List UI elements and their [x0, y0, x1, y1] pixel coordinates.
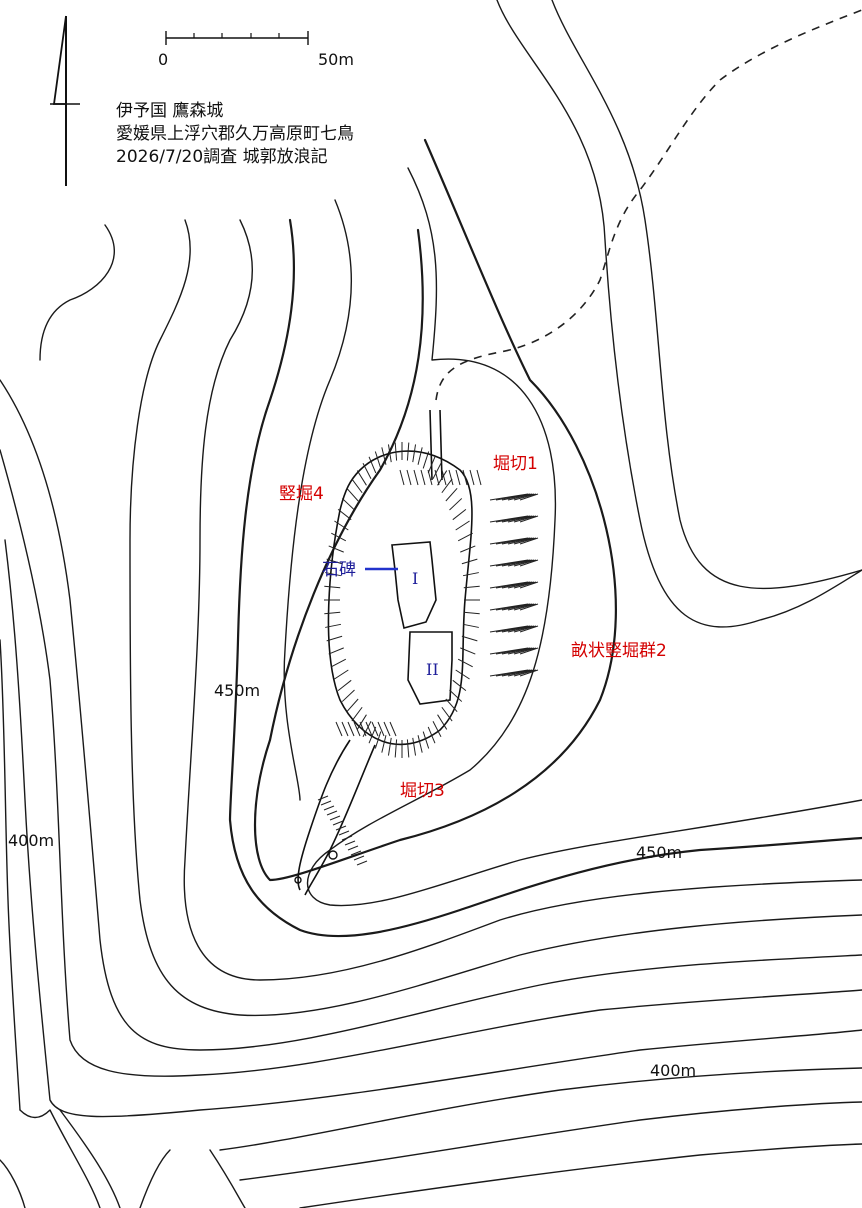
castle-earthworks [294, 409, 473, 896]
contour-label-450-east: 450m [636, 843, 683, 862]
scale-bar [165, 31, 309, 45]
contour-label-450-west: 450m [214, 681, 261, 700]
mountain-trail [435, 9, 862, 401]
label-sekihi: 石碑 [322, 560, 356, 580]
scale-end-label: 50m [318, 50, 354, 69]
title-castle-name: 伊予国 鷹森城 [116, 101, 224, 121]
north-arrow-icon [50, 15, 80, 186]
label-horikiri-3: 堀切3 [400, 781, 445, 801]
hachures [317, 442, 539, 866]
map-title-block: 伊予国 鷹森城 愛媛県上浮穴郡久万高原町七鳥 2026/7/20調査 城郭放浪記 [116, 100, 354, 169]
label-kuruwa-2: II [426, 660, 439, 679]
label-unejo-tatebori-2: 畝状竪堀群2 [571, 641, 667, 661]
label-kuruwa-1: I [412, 569, 419, 588]
label-horikiri-1: 堀切1 [493, 454, 538, 474]
label-tatebori-4: 竪堀4 [279, 484, 324, 504]
scale-zero-label: 0 [158, 50, 169, 69]
title-survey-date: 2026/7/20調査 城郭放浪記 [116, 147, 328, 167]
contour-label-400-west: 400m [8, 831, 55, 850]
title-location: 愛媛県上浮穴郡久万高原町七鳥 [116, 124, 354, 144]
contour-label-400-east: 400m [650, 1061, 697, 1080]
